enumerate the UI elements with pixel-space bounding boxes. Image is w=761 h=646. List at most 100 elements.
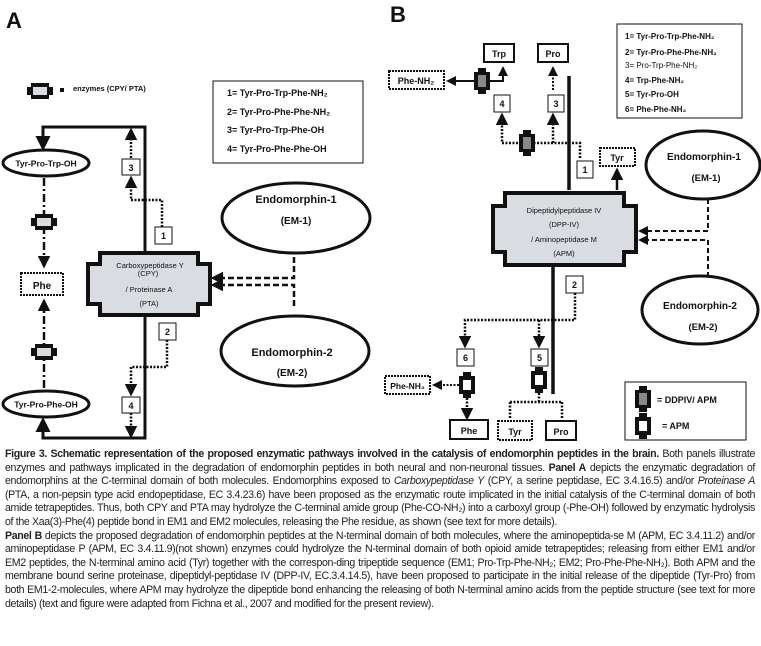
step-number: 4 <box>128 401 133 411</box>
dashed-inputs-a <box>210 248 296 306</box>
product-label: Phe-NH₂ <box>390 381 425 391</box>
step-number: 2 <box>165 327 170 337</box>
enzyme-abbr: (APM) <box>553 249 575 258</box>
step-label-1-b: 1 <box>576 160 594 179</box>
step-label-4-b: 4 <box>493 94 511 113</box>
enzyme-name: Dipeptidylpeptidase IV <box>527 206 602 215</box>
enzyme-name: / Aminopeptidase M <box>531 235 597 244</box>
legend-item: 3= Pro-Trp-Phe-NH₂ <box>625 61 697 70</box>
product-label: Pro <box>545 49 561 59</box>
step-number: 1 <box>161 231 166 241</box>
caption-text: (CPY, a serine peptidase, EC 3.4.16.5) a… <box>483 475 698 488</box>
caption-pta: Proteinase A <box>697 475 756 488</box>
step-label-6-b: 6 <box>456 348 475 367</box>
caption-panel-a: Panel A <box>548 461 587 474</box>
step-label-2: 2 <box>158 322 177 341</box>
main-pathway-a <box>35 125 147 440</box>
legend-item: 1= Tyr-Pro-Trp-Phe-NH₂ <box>227 88 328 98</box>
em2-abbr: (EM-2) <box>277 368 308 379</box>
em2-name: Endomorphin-2 <box>251 347 332 359</box>
top-product-pro: Pro <box>537 43 569 63</box>
top-product-trp: Trp <box>483 43 515 63</box>
figure-caption: Figure 3. Schematic representation of th… <box>5 448 755 611</box>
em1-abbr: (EM-1) <box>691 173 720 184</box>
step-label-1: 1 <box>154 226 173 245</box>
endomorphin-2-oval-b: Endomorphin-2 (EM-2) <box>640 274 760 346</box>
product-label: Trp <box>492 49 507 59</box>
product-label: Phe <box>461 426 478 436</box>
bottom-paths-b <box>432 267 577 421</box>
bottom-product-phe: Phe <box>449 419 489 440</box>
product-label: Pro <box>553 427 569 437</box>
step-label-3: 3 <box>121 158 141 176</box>
legend-apm-label: = APM <box>662 421 689 431</box>
caption-text: (PTA, a non-pepsin type acid endopeptida… <box>5 488 755 528</box>
legend-item: 6= Phe-Phe-NH₂ <box>625 105 687 114</box>
em1-abbr: (EM-1) <box>281 216 312 227</box>
step-label-4: 4 <box>121 396 141 414</box>
em1-name: Endomorphin-1 <box>667 152 741 163</box>
caption-text: depicts the enzymatic degradation of end… <box>5 461 755 488</box>
step-number: 3 <box>128 163 133 173</box>
legend-dot <box>60 88 64 92</box>
bottom-product-phe-nh2: Phe-NH₂ <box>384 375 431 395</box>
caption-title: Figure 3. Schematic representation of th… <box>5 448 659 460</box>
enzyme-name: Carboxypeptidase Y <box>116 261 183 270</box>
legend-item: 1= Tyr-Pro-Trp-Phe-NH₂ <box>625 32 715 41</box>
product-bottom-label: Tyr-Pro-Phe-OH <box>14 400 78 410</box>
bottom-product-pro: Pro <box>545 420 577 441</box>
enzyme-abbr: (CPY) <box>138 269 159 278</box>
enzyme-icon-apm <box>531 367 547 393</box>
endomorphin-1-oval-a: Endomorphin-1 (EM-1) <box>220 181 372 255</box>
step-number: 1 <box>582 165 587 175</box>
enzyme-legend-b: = DDPIV/ APM = APM <box>624 381 747 441</box>
step-number: 5 <box>537 353 542 363</box>
legend-item: 3= Tyr-Pro-Trp-Phe-OH <box>227 125 324 135</box>
top-product-tyr: Tyr <box>599 147 636 167</box>
top-arrows-b <box>446 66 624 190</box>
caption-paragraph-1: Figure 3. Schematic representation of th… <box>5 448 755 530</box>
enzyme-name: / Proteinase A <box>126 285 173 294</box>
caption-panel-b: Panel B <box>5 529 42 542</box>
dashed-inputs-b <box>638 199 709 277</box>
enzyme-legend-label: enzymes (CPY/ PTA) <box>73 84 146 93</box>
step-number: 6 <box>463 353 468 363</box>
dotted-paths-b-top <box>495 112 582 158</box>
legend-item: 2= Tyr-Pro-Phe-Phe-NH₂ <box>227 107 330 117</box>
panel-b-label: B <box>390 2 406 27</box>
bottom-product-tyr: Tyr <box>497 420 533 441</box>
product-label: Tyr <box>508 427 522 437</box>
enzyme-icon <box>31 344 57 360</box>
em1-name: Endomorphin-1 <box>255 194 336 206</box>
step-number: 2 <box>572 280 577 290</box>
step-number: 4 <box>499 99 504 109</box>
released-phe-box: Phe <box>20 272 64 296</box>
enzyme-icon <box>27 83 53 99</box>
legend-item: 5= Tyr-Pro-OH <box>625 90 679 99</box>
product-label: Tyr <box>610 153 624 163</box>
legend-box-b: 1= Tyr-Pro-Trp-Phe-NH₂ 2= Tyr-Pro-Phe-Ph… <box>616 23 743 119</box>
product-oval-top: Tyr-Pro-Trp-OH <box>1 148 91 178</box>
em2-name: Endomorphin-2 <box>663 301 737 312</box>
released-phe-label: Phe <box>33 281 52 292</box>
legend-item: 2= Tyr-Pro-Phe-Phe-NH₂ <box>625 48 717 57</box>
step-label-5-b: 5 <box>530 348 549 367</box>
product-oval-bottom: Tyr-Pro-Phe-OH <box>1 389 91 419</box>
product-label: Phe-NH₂ <box>398 76 435 86</box>
enzyme-icon <box>31 214 57 230</box>
enzyme-abbr: (DPP-IV) <box>549 220 580 229</box>
enzyme-icon-apm <box>459 372 475 398</box>
dotted-paths-a <box>124 127 169 439</box>
enzyme-abbr: (PTA) <box>139 299 159 308</box>
legend-item: 4= Trp-Phe-NH₂ <box>625 76 684 85</box>
enzyme-box-dpp-apm: Dipeptidylpeptidase IV (DPP-IV) / Aminop… <box>491 191 638 267</box>
step-number: 3 <box>553 99 558 109</box>
top-product-phe-nh2: Phe-NH₂ <box>388 70 445 90</box>
caption-text: Both panels illustrate enzymes and pathw… <box>5 448 755 474</box>
endomorphin-1-oval-b: Endomorphin-1 (EM-1) <box>644 129 761 201</box>
enzyme-icon-dpp-apm <box>519 130 535 156</box>
caption-text: depicts the proposed degradation of endo… <box>5 529 755 610</box>
caption-cpy: Carboxypeptidase Y <box>393 475 484 488</box>
product-top-label: Tyr-Pro-Trp-OH <box>15 159 76 169</box>
